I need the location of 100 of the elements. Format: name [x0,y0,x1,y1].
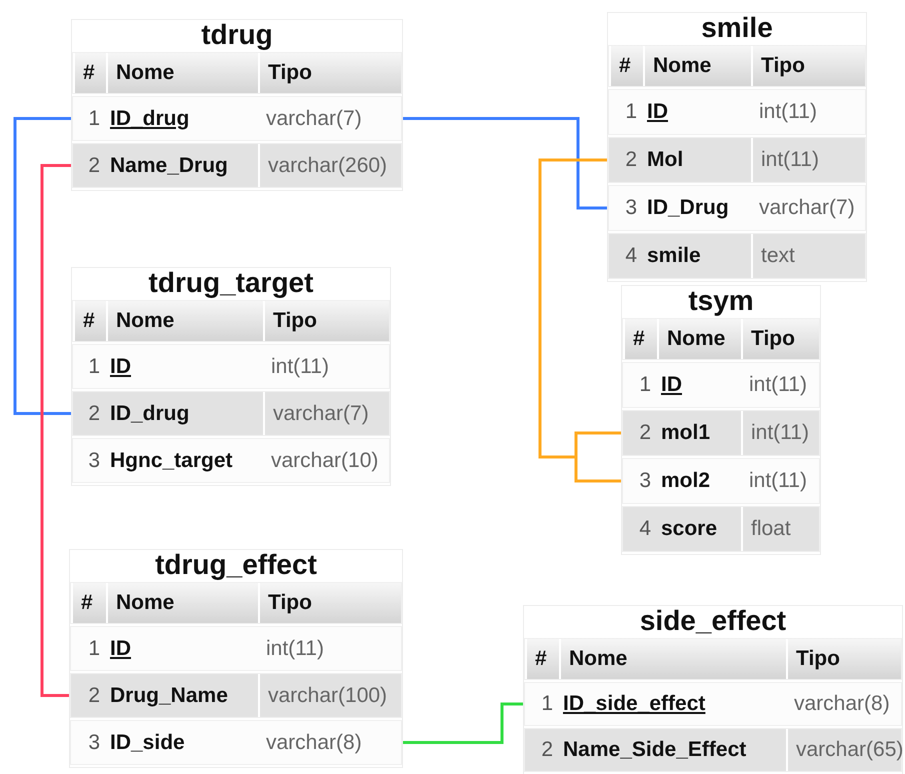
field-type: int(11) [749,469,807,493]
field-name: ID_side [110,730,185,754]
row-number: 2 [88,154,100,178]
field-name: ID_side_effect [563,692,706,716]
database-table [71,267,391,486]
database-table [71,19,403,191]
column-header: Tipo [796,647,840,671]
table-header [72,52,402,94]
row-number: 3 [88,448,100,472]
table-title: tdrug_effect [154,550,318,580]
column-header: # [83,61,95,85]
column-header: # [535,647,547,671]
table-row [608,233,866,279]
column-header: Tipo [761,54,805,78]
database-table [69,549,403,768]
row-number: 1 [88,636,100,660]
field-name: ID [110,636,131,660]
connector-line [402,117,608,210]
database-table [621,285,821,555]
column-header: Nome [116,309,174,333]
column-header: Nome [667,327,726,351]
table-row [608,185,866,231]
field-type: text [761,244,795,268]
field-name: Mol [647,148,684,172]
table-title: smile [700,13,774,43]
column-header: # [619,54,631,78]
column-header: # [633,327,645,351]
row-number: 2 [541,738,553,762]
table-header [70,582,402,624]
row-number: 2 [88,684,100,708]
row-number: 2 [639,421,651,445]
database-table [607,12,867,282]
field-name: Hgnc_target [110,448,233,472]
table-row [70,673,402,718]
row-number: 4 [625,244,637,268]
field-name: mol1 [661,421,710,445]
table-row [524,728,902,772]
column-header: Nome [653,54,712,78]
field-type: int(11) [759,100,817,124]
table-row [72,143,402,188]
column-header: Tipo [268,591,312,615]
table-title: tdrug [200,20,274,50]
connector-line [40,164,72,697]
column-header: # [81,591,93,615]
field-name: ID_Drug [647,196,729,220]
table-header [524,638,902,680]
row-number: 2 [88,402,100,426]
field-type: int(11) [266,636,324,660]
field-name: ID_drug [110,106,190,130]
field-name: Name_Side_Effect [563,738,746,762]
field-type: varchar(7) [266,106,362,130]
table-row [70,720,402,765]
row-number: 1 [639,373,651,397]
field-type: varchar(10) [271,448,378,472]
field-type: int(11) [761,148,819,172]
field-type: int(11) [751,421,809,445]
row-number: 1 [625,100,637,124]
table-row [72,96,402,141]
table-row [72,391,390,436]
field-type: varchar(65) [796,738,904,762]
row-number: 1 [88,354,100,378]
field-name: score [661,517,718,541]
field-type: int(11) [749,373,807,397]
table-header [608,45,866,87]
row-number: 1 [88,106,100,130]
column-header: Tipo [273,309,317,333]
field-name: Drug_Name [110,684,228,708]
column-header: # [83,309,95,333]
row-number: 3 [639,469,651,493]
table-title: tdrug_target [148,268,314,298]
column-header: Tipo [751,327,795,351]
field-name: ID [647,100,668,124]
field-type: varchar(8) [266,730,362,754]
table-header [622,318,820,360]
table-title: tsym [687,286,755,316]
column-header: Nome [569,647,628,671]
field-type: int(11) [271,354,329,378]
column-header: Nome [116,591,174,615]
field-name: mol2 [661,469,710,493]
field-name: ID [661,373,682,397]
row-number: 1 [541,692,553,716]
table-header [72,300,390,342]
table-title: side_effect [638,606,788,636]
database-table [523,605,903,774]
field-name: smile [647,244,701,268]
connector-line [14,117,72,415]
field-type: varchar(8) [794,692,890,716]
field-type: varchar(260) [268,154,388,178]
row-number: 3 [88,730,100,754]
field-name: Name_Drug [110,154,228,178]
table-row [524,682,902,726]
row-number: 2 [625,148,637,172]
table-row [622,506,820,552]
field-type: varchar(7) [273,402,369,426]
column-header: Tipo [268,61,312,85]
field-type: varchar(100) [268,684,388,708]
row-number: 4 [639,517,651,541]
connector-line [402,702,524,744]
table-row [622,458,820,504]
table-row [622,410,820,456]
